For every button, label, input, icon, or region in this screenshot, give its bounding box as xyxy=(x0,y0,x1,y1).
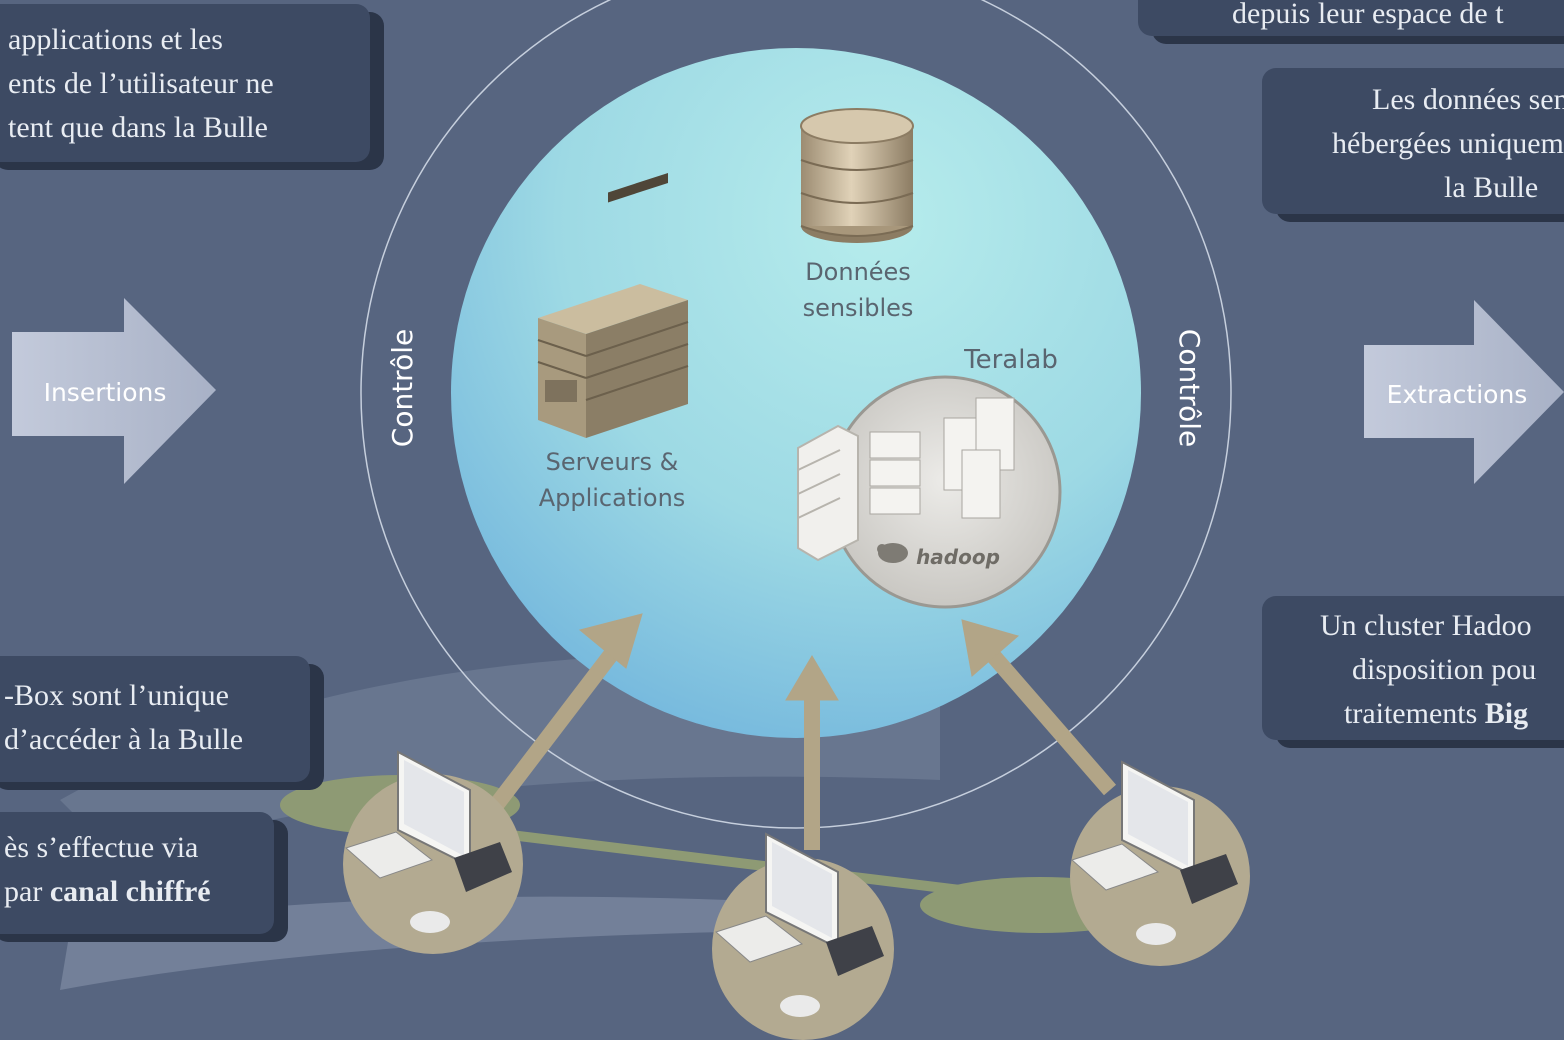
workstation-left xyxy=(343,750,523,954)
apps-info-line2: ents de l’utilisateur ne xyxy=(8,67,274,100)
sensitive-info-line2: hébergées uniquem xyxy=(1332,127,1564,160)
workspace-info-box: depuis leur espace de t xyxy=(1138,0,1564,36)
channel-line2-bold: canal chiffré xyxy=(49,875,211,908)
access-arrow-right xyxy=(983,646,1117,796)
hadoop-logo: hadoop xyxy=(916,545,1000,569)
server-stack-icon xyxy=(869,431,921,515)
box-access-info-box: -Box sont l’unique d’accéder à la Bulle xyxy=(0,656,310,782)
firewall-icon xyxy=(797,424,859,562)
channel-line1: ès s’effectue via xyxy=(4,831,199,864)
access-arrow-left xyxy=(487,643,623,813)
elephant-icon xyxy=(877,543,908,563)
apps-info-line1: applications et les xyxy=(8,23,223,56)
teralab-cluster xyxy=(828,375,1062,609)
server-rack-icon xyxy=(537,172,689,438)
channel-line2-text: par xyxy=(4,875,50,908)
access-arrow-right-head xyxy=(961,619,1020,677)
access-arrow-center-head xyxy=(785,655,839,701)
box-device-icon xyxy=(826,926,884,976)
insertions-label: Insertions xyxy=(44,378,167,407)
hadoop-info-line3-bold: Big xyxy=(1484,697,1529,730)
sensitive-info-line1: Les données sensi xyxy=(1372,83,1564,116)
control-ring xyxy=(360,0,1232,829)
workstation-right xyxy=(1070,760,1250,966)
box-access-line2: d’accéder à la Bulle xyxy=(4,723,244,756)
box-device-icon xyxy=(454,842,512,892)
hadoop-info-line2: disposition pou xyxy=(1352,653,1537,686)
sensitive-info-box: Les données sensi hébergées uniquem la B… xyxy=(1262,68,1564,214)
mouse-icon xyxy=(410,911,450,933)
access-arrow-left-head xyxy=(578,613,643,669)
hadoop-info-box: Un cluster Hadoo disposition pou traitem… xyxy=(1262,596,1564,740)
insertions-arrow xyxy=(12,298,216,484)
keyboard-icon xyxy=(1071,843,1160,891)
box-device-icon xyxy=(1180,854,1238,904)
hadoop-info-line3-text: traitements xyxy=(1344,697,1485,730)
control-label-left: Contrôle xyxy=(386,329,419,447)
teralab-label: Teralab xyxy=(963,345,1058,375)
mouse-icon xyxy=(780,995,820,1017)
hadoop-info-line1: Un cluster Hadoo xyxy=(1320,609,1532,642)
workspace-info-line: depuis leur espace de t xyxy=(1232,0,1504,30)
servers-label-line2: Applications xyxy=(539,484,686,512)
extractions-arrow xyxy=(1364,300,1564,484)
sensitive-info-line3: la Bulle xyxy=(1444,171,1539,204)
servers-label-line1: Serveurs & xyxy=(546,448,679,476)
access-arrows xyxy=(487,613,1117,850)
keyboard-icon xyxy=(345,831,434,879)
data-label-line2: sensibles xyxy=(803,294,914,322)
control-label-right: Contrôle xyxy=(1173,329,1206,447)
mouse-icon xyxy=(1136,923,1176,945)
hadoop-info-line3: traitements Big xyxy=(1262,692,1564,736)
disk-stack-icon xyxy=(943,397,1015,519)
channel-info-box: ès s’effectue via par canal chiffré xyxy=(0,812,274,934)
keyboard-icon xyxy=(715,915,804,963)
box-access-line1: -Box sont l’unique xyxy=(4,679,229,712)
database-icon xyxy=(800,108,914,243)
extractions-label: Extractions xyxy=(1387,380,1528,409)
apps-info-box: applications et les ents de l’utilisateu… xyxy=(0,4,370,162)
data-label-line1: Données xyxy=(805,258,911,286)
apps-info-line3: tent que dans la Bulle xyxy=(8,111,268,144)
channel-line2: par canal chiffré xyxy=(4,870,274,914)
workstation-center xyxy=(712,832,894,1040)
